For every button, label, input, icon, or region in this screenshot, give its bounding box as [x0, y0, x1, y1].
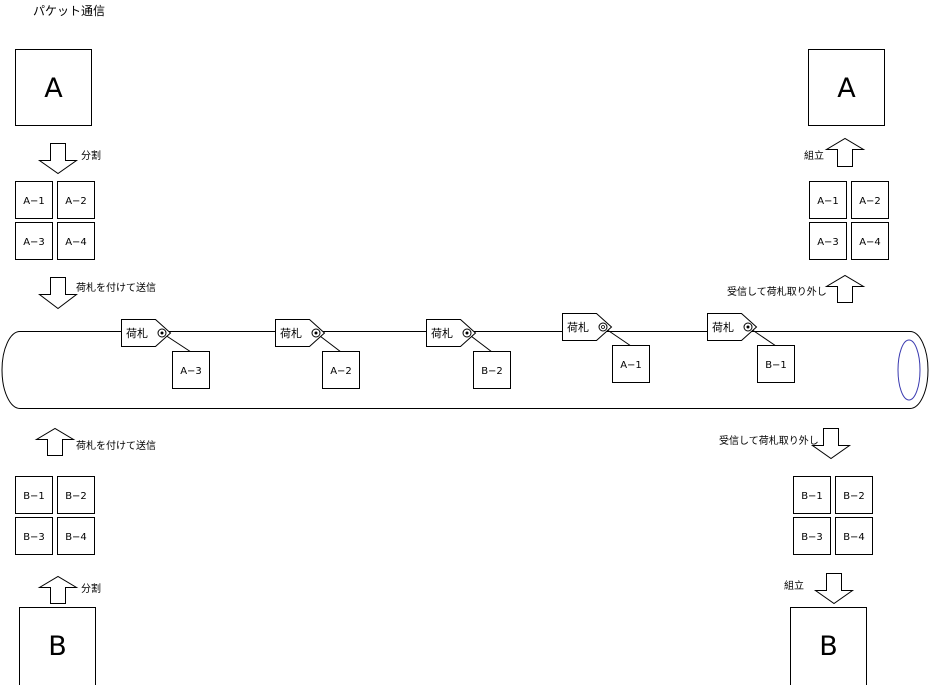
transit-packet-a1: A−1 荷札	[562, 313, 650, 383]
source-a-label: A	[44, 73, 63, 104]
source-b-label: B	[48, 631, 67, 662]
packet-label: A−4	[65, 237, 87, 248]
tag-label: 荷札	[567, 321, 589, 334]
packet-label: A−1	[23, 196, 45, 207]
packet-label: B−1	[765, 360, 787, 371]
assemble-b-arrow	[813, 573, 855, 605]
packet-label: B−1	[801, 491, 823, 502]
packet-label: B−3	[801, 532, 823, 543]
source-a-box: A	[15, 49, 92, 126]
packet-label: A−1	[817, 196, 839, 207]
network-pipe	[1, 331, 929, 409]
send-b-arrow	[34, 427, 76, 456]
assemble-a-arrow	[824, 137, 866, 167]
packet-label: A−1	[620, 360, 642, 371]
split-b-arrow	[37, 575, 79, 604]
packet-label: A−2	[65, 196, 87, 207]
receive-a-arrow	[824, 274, 866, 303]
dest-b-label: B	[819, 631, 838, 662]
split-a-arrow	[37, 143, 79, 175]
packets-b-source: B−1 B−2 B−3 B−4	[15, 476, 95, 555]
packets-a-source: A−1 A−2 A−3 A−4	[15, 181, 95, 260]
dest-a-label: A	[837, 73, 856, 104]
packet-label: A−3	[817, 237, 839, 248]
split-b-label: 分割	[81, 582, 101, 595]
diagram-title: パケット通信	[33, 4, 105, 18]
tag-label: 荷札	[431, 327, 453, 340]
packets-b-dest: B−1 B−2 B−3 B−4	[793, 476, 873, 555]
packet-label: B−2	[65, 491, 87, 502]
tag-label: 荷札	[712, 321, 734, 334]
transit-packet-b2: B−2 荷札	[426, 319, 511, 389]
packet-label: A−2	[330, 366, 352, 377]
packet-label: B−2	[843, 491, 865, 502]
receive-b-label: 受信して荷札取り外し	[719, 434, 819, 447]
source-b-box: B	[19, 607, 96, 685]
dest-a-box: A	[808, 49, 885, 126]
packet-label: A−3	[23, 237, 45, 248]
packets-a-dest: A−1 A−2 A−3 A−4	[809, 181, 889, 260]
tag-label: 荷札	[280, 327, 302, 340]
assemble-a-label: 組立	[804, 149, 824, 162]
receive-a-label: 受信して荷札取り外し	[727, 285, 827, 298]
tag-label: 荷札	[126, 327, 148, 340]
send-a-arrow	[38, 277, 78, 310]
receive-b-arrow	[810, 428, 852, 460]
dest-b-box: B	[790, 607, 867, 685]
packet-label: B−3	[23, 532, 45, 543]
packet-label: B−2	[481, 366, 503, 377]
split-a-label: 分割	[81, 149, 101, 162]
send-b-label: 荷札を付けて送信	[76, 439, 156, 452]
packet-label: B−4	[843, 532, 865, 543]
transit-packet-a3: A−3 荷札	[121, 319, 210, 389]
packet-label: B−1	[23, 491, 45, 502]
transit-packet-a2: A−2 荷札	[275, 319, 360, 389]
packet-label: A−4	[859, 237, 881, 248]
packet-label: B−4	[65, 532, 87, 543]
packet-label: A−3	[180, 366, 202, 377]
packet-label: A−2	[859, 196, 881, 207]
assemble-b-label: 組立	[784, 579, 804, 592]
transit-packet-b1: B−1 荷札	[707, 313, 795, 383]
pipe-opening	[897, 339, 921, 401]
send-a-label: 荷札を付けて送信	[76, 281, 156, 294]
